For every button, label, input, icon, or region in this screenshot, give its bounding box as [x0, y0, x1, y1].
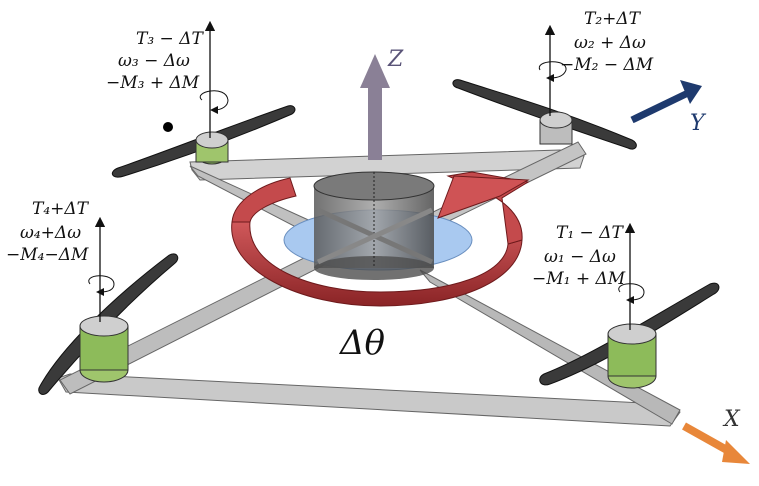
motor-3-omega: ω₃ − Δω: [118, 51, 190, 71]
motor-3-thrust: T₃ − ΔT: [136, 29, 204, 49]
motor-2: [452, 24, 637, 150]
x-axis-arrow: X: [682, 407, 750, 464]
motor-1-labels: T₁ − ΔT ω₁ − Δω −M₁ + ΔM: [532, 223, 626, 289]
hub-cylinder: [313, 171, 435, 280]
motor-2-moment: −M₂ − ΔM: [560, 55, 654, 75]
motor-1: [539, 222, 720, 389]
motor-4-omega: ω₄+Δω: [20, 223, 81, 243]
motor-1-omega: ω₁ − Δω: [544, 247, 616, 267]
ring-arrowhead: [437, 175, 530, 219]
motor-2-omega: ω₂ + Δω: [574, 33, 646, 53]
arm-y-x: [57, 373, 681, 427]
y-axis-label: Y: [690, 111, 707, 136]
motor-2-thrust: T₂+ΔT: [584, 9, 642, 29]
rotation-label: Δθ: [338, 323, 385, 363]
motor-3: [111, 20, 296, 178]
y-axis-arrow: Y: [630, 80, 707, 136]
yaw-rotation-ring: [231, 171, 530, 307]
motor-3-dot: [163, 122, 173, 132]
arm-x-y: [189, 149, 585, 181]
motor-3-labels: T₃ − ΔT ω₃ − Δω −M₃ + ΔM: [106, 29, 204, 93]
motor-4-labels: T₄+ΔT ω₄+Δω −M₄−ΔM: [6, 199, 90, 265]
z-axis-label: Z: [387, 47, 404, 72]
motor-3-moment: −M₃ + ΔM: [106, 73, 200, 93]
x-axis-label: X: [722, 407, 741, 432]
motor-4: [38, 216, 179, 395]
motor-2-labels: T₂+ΔT ω₂ + Δω −M₂ − ΔM: [560, 9, 654, 75]
motor-4-moment: −M₄−ΔM: [6, 245, 89, 265]
motor-4-thrust: T₄+ΔT: [32, 199, 90, 219]
z-axis-arrow: Z: [360, 47, 404, 160]
motor-1-moment: −M₁ + ΔM: [532, 269, 626, 289]
motor-1-thrust: T₁ − ΔT: [556, 223, 624, 243]
